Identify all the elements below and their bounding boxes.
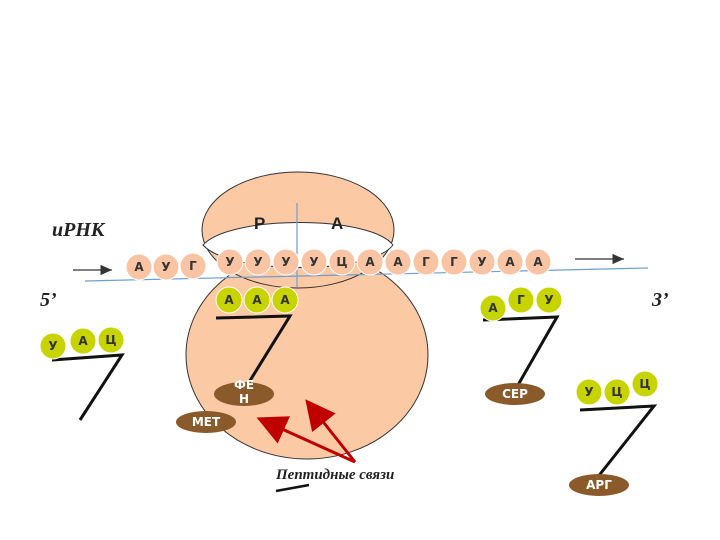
svg-text:Г: Г [517, 293, 525, 307]
trna-nucleotide: А [215, 286, 243, 314]
svg-text:А: А [252, 293, 262, 307]
mrna-nucleotide: У [244, 248, 272, 276]
svg-text:А: А [488, 301, 498, 315]
mrna-nucleotide: Ц [328, 248, 356, 276]
svg-text:Ц: Ц [105, 333, 116, 347]
svg-text:Ц: Ц [611, 385, 622, 399]
mrna-nucleotide: У [216, 248, 244, 276]
amino-acid-phe: ФЕ Н [214, 378, 274, 406]
mrna-left-codons: А У Г [125, 252, 207, 281]
mrna-main-codons: У У У У Ц А А Г Г У А А [216, 248, 552, 276]
end-5-label: 5’ [40, 289, 57, 311]
end-3-label: 3’ [651, 289, 669, 311]
svg-text:Ц: Ц [639, 377, 650, 391]
mrna-nucleotide: Г [179, 252, 207, 280]
svg-text:СЕР: СЕР [502, 387, 528, 401]
trna-nucleotide: А [479, 294, 507, 322]
amino-acid-ser: СЕР [485, 383, 545, 405]
trna-p-site: А А А [215, 286, 299, 401]
mrna-label: иРНК [52, 219, 106, 241]
amino-acid-arg: АРГ [569, 474, 629, 496]
svg-text:У: У [584, 385, 593, 399]
trna-nucleotide: А [243, 286, 271, 314]
amino-acid-met: МЕТ [176, 411, 236, 433]
svg-text:А: А [134, 260, 144, 274]
mrna-nucleotide: Г [440, 248, 468, 276]
mrna-nucleotide: У [152, 253, 180, 281]
mrna-nucleotide: У [272, 248, 300, 276]
svg-text:У: У [48, 339, 57, 353]
site-a-label: А [331, 214, 343, 233]
svg-text:У: У [161, 260, 170, 274]
site-p-label: Р [254, 214, 265, 233]
svg-text:Ц: Ц [336, 255, 347, 269]
trna-nucleotide: Ц [631, 370, 659, 398]
trna-nucleotide: У [575, 378, 603, 406]
mrna-nucleotide: А [356, 248, 384, 276]
svg-text:У: У [281, 255, 290, 269]
svg-text:Н: Н [239, 392, 249, 406]
peptide-bonds-label: Пептидные связи [275, 467, 394, 483]
svg-text:А: А [280, 293, 290, 307]
svg-text:А: А [393, 255, 403, 269]
mrna-nucleotide: А [384, 248, 412, 276]
svg-text:ФЕ: ФЕ [234, 378, 254, 392]
svg-text:У: У [225, 255, 234, 269]
peptide-bond-arrow-1 [256, 416, 356, 464]
svg-text:Г: Г [422, 255, 430, 269]
trna-nucleotide: У [39, 332, 67, 360]
trna-ser: А Г У СЕР [479, 286, 563, 405]
trna-nucleotide: Г [507, 286, 535, 314]
mrna-nucleotide: Г [412, 248, 440, 276]
mrna-nucleotide: А [524, 248, 552, 276]
trna-nucleotide: Ц [97, 326, 125, 354]
svg-text:А: А [533, 255, 543, 269]
svg-text:А: А [78, 334, 88, 348]
trna-arg: У Ц Ц АРГ [569, 370, 659, 496]
svg-text:Г: Г [189, 259, 197, 273]
svg-text:А: А [365, 255, 375, 269]
mrna-nucleotide: А [496, 248, 524, 276]
svg-text:У: У [544, 293, 553, 307]
svg-text:Г: Г [450, 255, 458, 269]
svg-text:А: А [505, 255, 515, 269]
trna-nucleotide: Ц [603, 378, 631, 406]
trna-left: У А Ц [39, 326, 125, 421]
svg-text:А: А [224, 293, 234, 307]
mrna-nucleotide: У [300, 248, 328, 276]
svg-text:МЕТ: МЕТ [192, 415, 221, 429]
trna-nucleotide: У [535, 286, 563, 314]
svg-text:У: У [477, 255, 486, 269]
trna-nucleotide: А [69, 327, 97, 355]
svg-text:У: У [253, 255, 262, 269]
trna-nucleotide: А [271, 286, 299, 314]
peptide-bond-arrow-2 [305, 399, 357, 463]
svg-text:АРГ: АРГ [586, 478, 612, 492]
svg-text:У: У [309, 255, 318, 269]
legend-stroke [275, 483, 310, 493]
mrna-nucleotide: У [468, 248, 496, 276]
mrna-nucleotide: А [125, 253, 153, 281]
